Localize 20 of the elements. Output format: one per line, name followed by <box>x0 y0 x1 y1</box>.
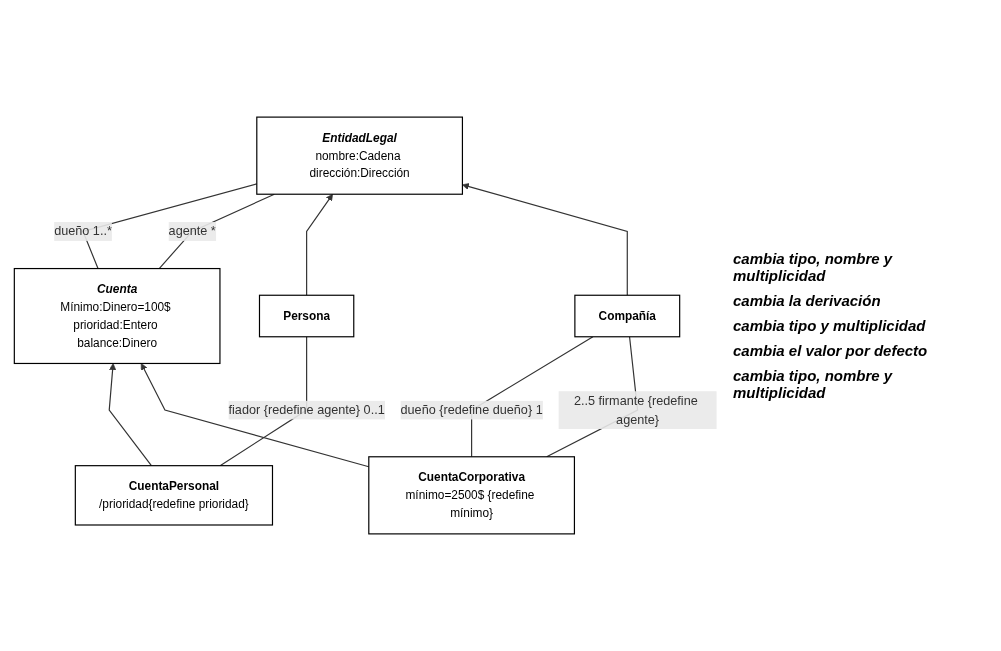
edge-label: dueño {redefine dueño} 1 <box>400 403 543 417</box>
connector <box>158 193 275 270</box>
arrow <box>462 183 628 296</box>
note-text: cambia tipo y multiplicidad <box>733 317 927 334</box>
node-box: EntidadLegal nombre:Cadena dirección:Dirección <box>256 116 463 195</box>
arrow <box>306 193 333 296</box>
edge-label: agente * <box>168 224 216 238</box>
note-text: cambia tipo, nombre y multiplicidad <box>733 250 894 284</box>
edge-label: 2..5 firmante {redefine agente} <box>573 393 698 426</box>
arrow <box>108 363 152 467</box>
node-box: CuentaCorporativa mínimo=2500$ {redefine mínimo} <box>368 456 575 535</box>
node-box: CuentaPersonal /prioridad{redefine prioridad} <box>74 465 274 526</box>
edge-label: fiador {redefine agente} 0..1 <box>228 403 385 417</box>
note-text: cambia la derivación <box>733 292 882 309</box>
note-text: cambia el valor por defecto <box>733 342 929 359</box>
node-box: Persona <box>258 294 355 338</box>
node-box: Compañía <box>574 294 681 338</box>
edge-label: dueño 1..* <box>54 224 112 238</box>
note-text: cambia tipo, nombre y multiplicidad <box>733 367 894 401</box>
node-box: Cuenta Mínimo:Dinero=100$ prioridad:Entero balance:Dinero <box>13 267 221 365</box>
